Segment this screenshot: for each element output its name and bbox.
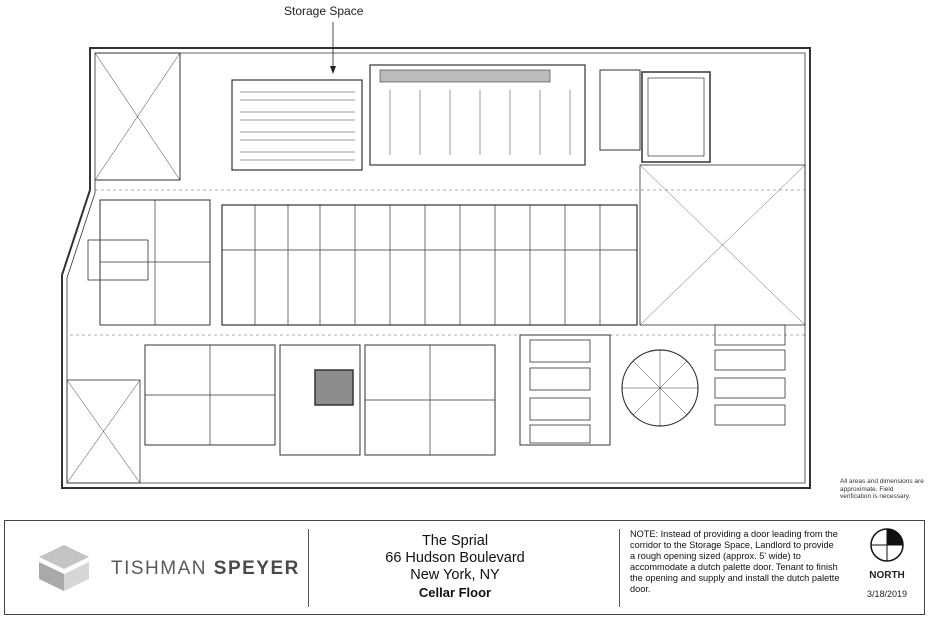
brand-part-1: TISHMAN xyxy=(111,558,207,579)
divider xyxy=(619,529,620,607)
elevator-core xyxy=(314,369,354,406)
cellar-floor-plan xyxy=(61,22,811,489)
building-outline xyxy=(61,47,811,489)
north-label: NORTH xyxy=(869,570,905,581)
floor-name: Cellar Floor xyxy=(418,585,492,600)
storage-space-room xyxy=(231,79,363,171)
divider xyxy=(308,529,309,607)
building-info: The Sprial 66 Hudson Boulevard New York,… xyxy=(317,533,593,601)
storage-shelving xyxy=(240,91,355,161)
disclaimer-note: All areas and dimensions are approximate… xyxy=(840,478,924,500)
storage-space-callout: Storage Space xyxy=(284,4,364,18)
brand-part-2: SPEYER xyxy=(213,558,300,579)
title-block: TISHMAN SPEYER The Sprial 66 Hudson Boul… xyxy=(4,520,925,615)
brand-wordmark: TISHMAN SPEYER xyxy=(111,558,300,580)
storage-note: NOTE: Instead of providing a door leadin… xyxy=(630,529,840,594)
north-arrow-icon xyxy=(870,528,904,562)
building-outline-inner xyxy=(66,52,806,484)
corner-room xyxy=(95,52,181,181)
address-line-1: 66 Hudson Boulevard xyxy=(385,550,525,566)
north-indicator: NORTH 3/18/2019 xyxy=(857,527,917,599)
plan-date: 3/18/2019 xyxy=(866,589,908,599)
tishman-speyer-logo-icon xyxy=(39,545,89,591)
address-line-2: New York, NY xyxy=(410,567,500,583)
building-name: The Sprial xyxy=(421,533,489,549)
